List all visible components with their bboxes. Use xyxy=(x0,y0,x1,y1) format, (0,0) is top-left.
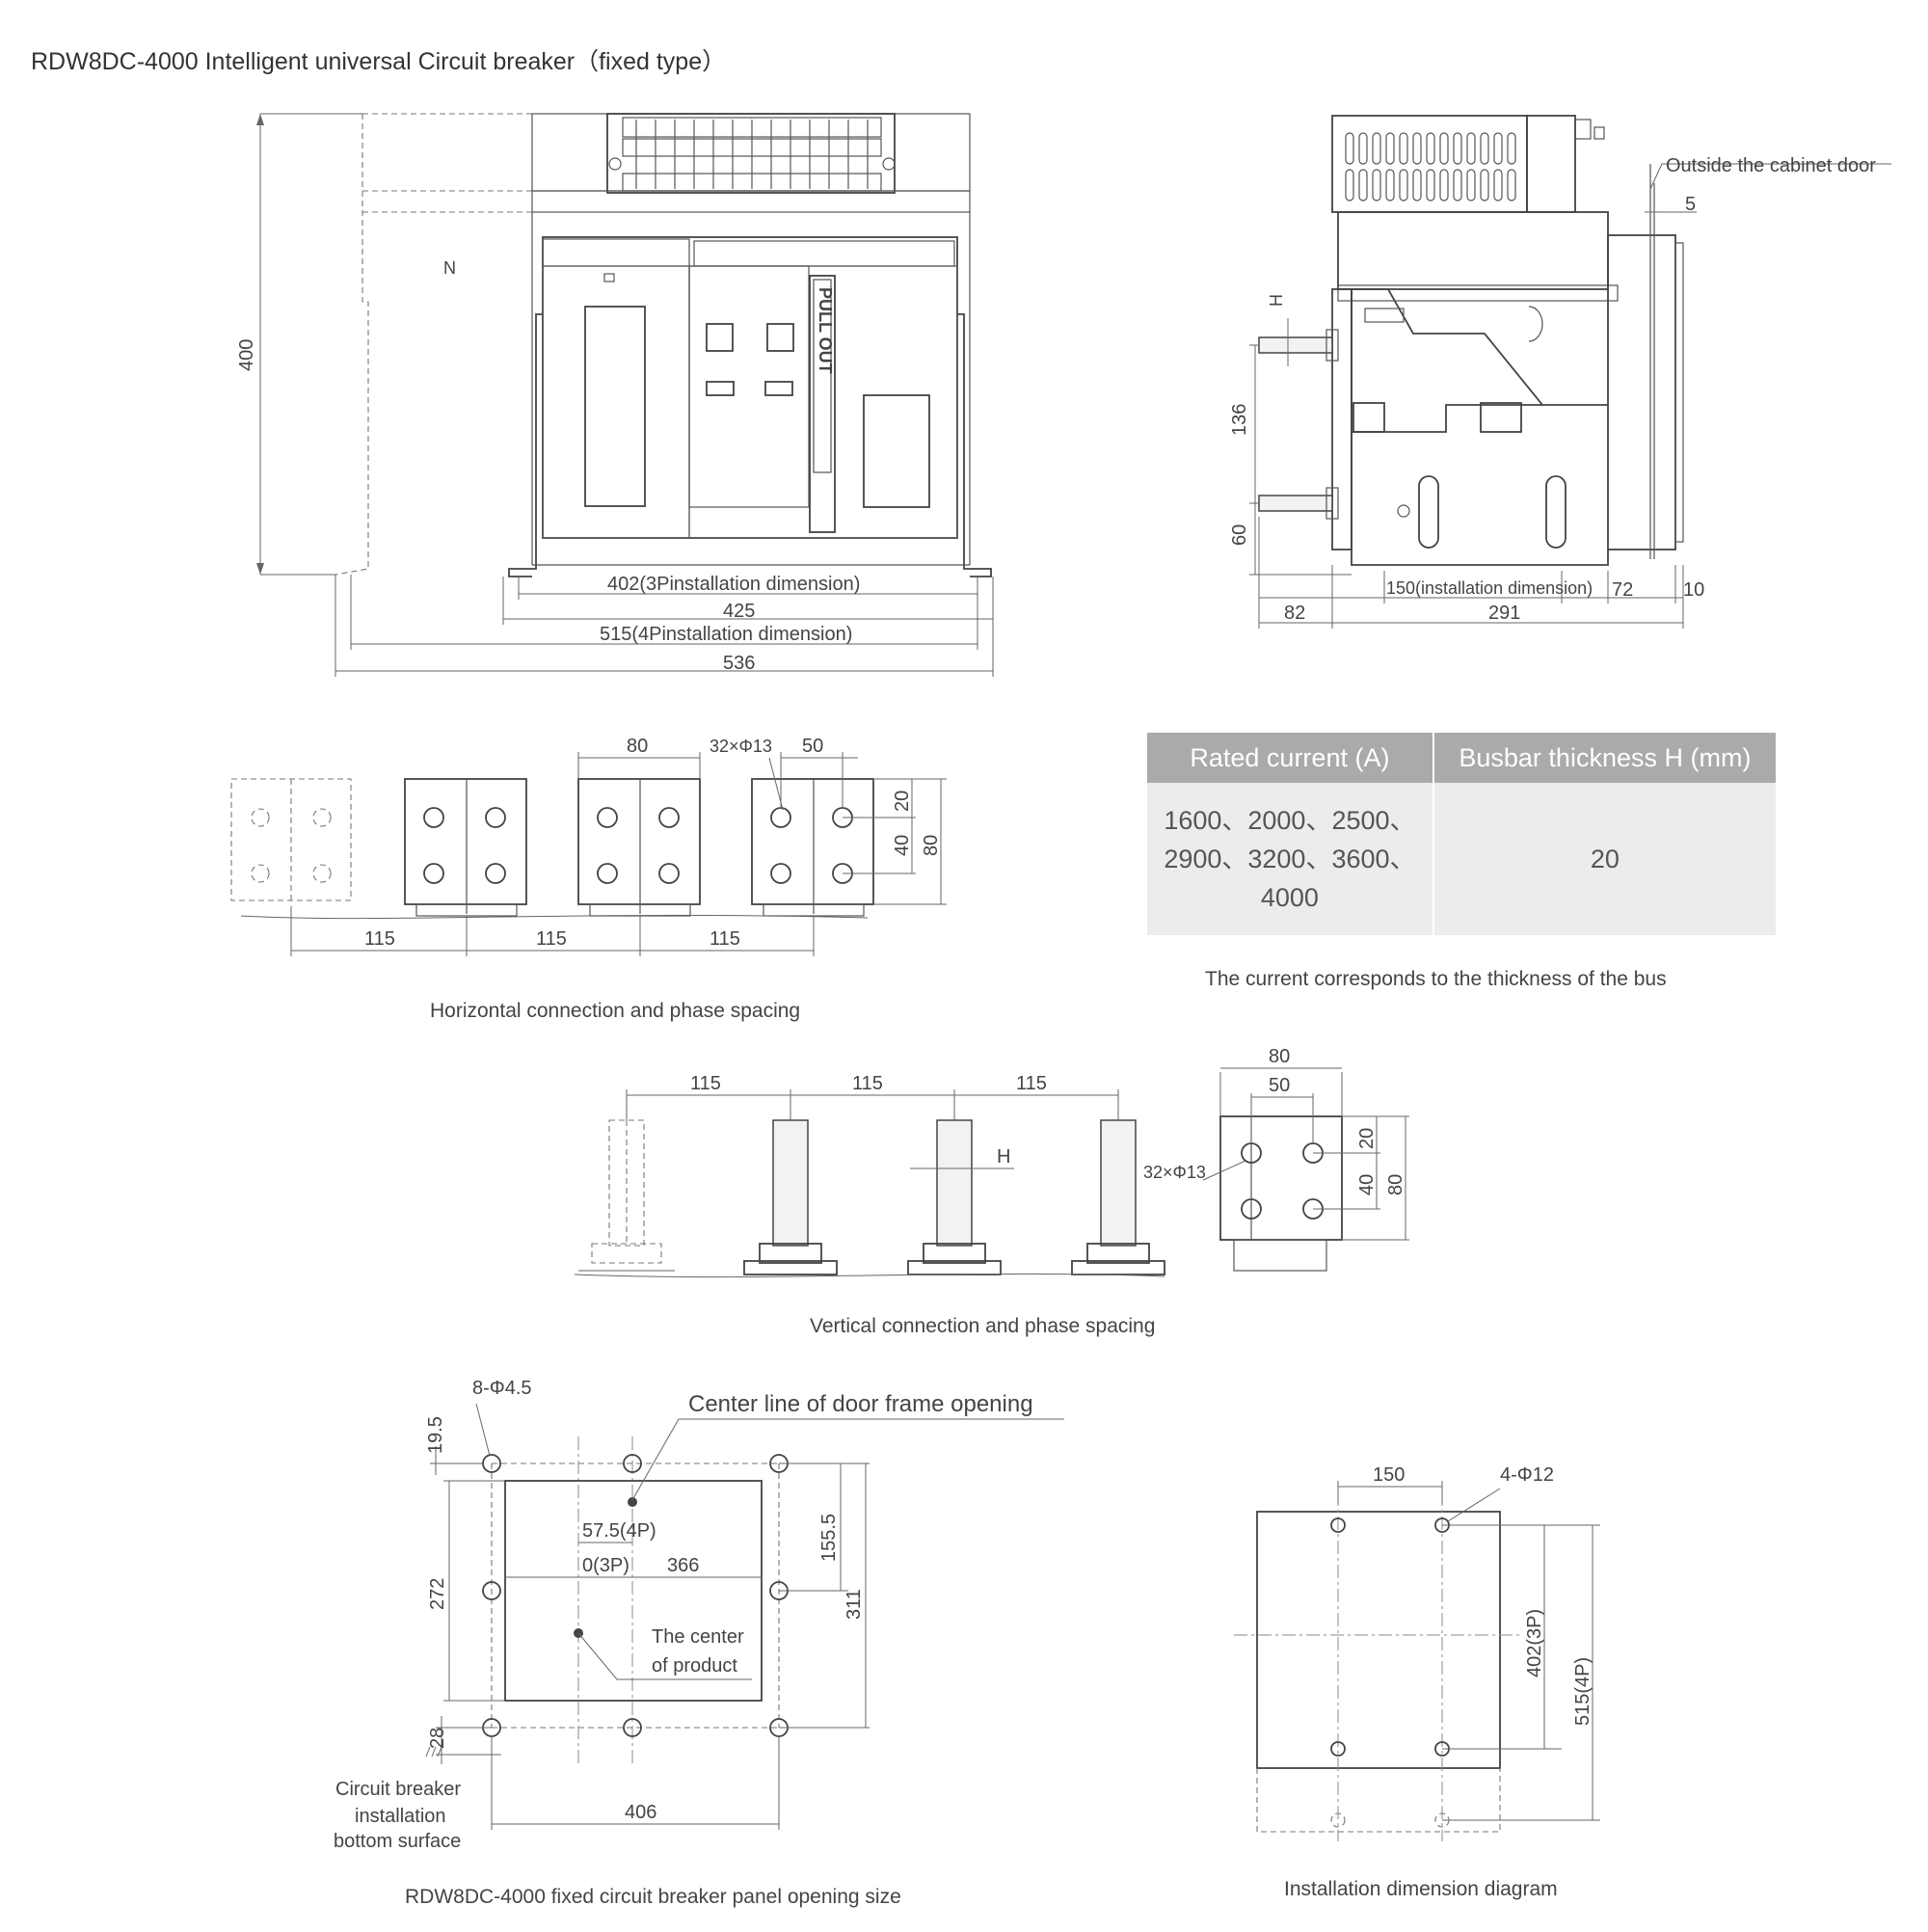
id-dim-515-4p: 515(4P) xyxy=(1572,1657,1593,1726)
neutral-label: N xyxy=(443,258,456,278)
po-dim-28: 28 xyxy=(427,1728,448,1749)
vc-dim-20: 20 xyxy=(1356,1128,1378,1149)
page-title: RDW8DC-4000 Intelligent universal Circui… xyxy=(31,48,727,75)
pull-out-handle[interactable]: PULL OUT xyxy=(809,275,836,533)
secondary-terminal-block xyxy=(608,117,896,192)
po-dim-406: 406 xyxy=(625,1802,656,1823)
vc-spacing-3: 115 xyxy=(1016,1073,1047,1094)
dim-402-3p-install: 402(3Pinstallation dimension) xyxy=(607,574,860,595)
dim-60: 60 xyxy=(1229,524,1250,546)
dim-515-4p-install: 515(4Pinstallation dimension) xyxy=(600,624,852,645)
table-caption: The current corresponds to the thickness… xyxy=(1205,968,1667,990)
id-caption: Installation dimension diagram xyxy=(1284,1878,1558,1900)
dim-291: 291 xyxy=(1488,603,1520,624)
hc-dim-50: 50 xyxy=(802,736,823,757)
current-line-2: 2900、3200、3600、 xyxy=(1164,845,1416,873)
vc-dim-50: 50 xyxy=(1269,1075,1290,1096)
horizontal-connection: 80 50 32×Φ13 20 40 80 115 115 115 Horizo… xyxy=(230,736,947,1022)
po-dim-155-5: 155.5 xyxy=(818,1514,840,1562)
id-holes-label: 4-Φ12 xyxy=(1500,1464,1554,1486)
dim-425: 425 xyxy=(723,601,755,622)
dim-82: 82 xyxy=(1284,603,1305,624)
po-dim-272: 272 xyxy=(427,1578,448,1610)
vc-spacing-2: 115 xyxy=(852,1073,883,1094)
po-center-of-product-1: The center xyxy=(652,1626,744,1648)
hc-dim-40: 40 xyxy=(892,835,913,856)
table-row: 1600、2000、2500、 2900、3200、3600、 4000 20 xyxy=(1147,783,1776,935)
po-bottom-surface-2: installation xyxy=(355,1806,446,1827)
po-bottom-surface-1: Circuit breaker xyxy=(335,1779,461,1800)
installation-diagram: 150 4-Φ12 402(3P) 515(4P) Installation d… xyxy=(1234,1464,1600,1900)
hc-dim-80: 80 xyxy=(627,736,648,757)
po-dim-366: 366 xyxy=(667,1555,699,1576)
po-bottom-surface-3: bottom surface xyxy=(334,1831,461,1852)
front-view: N xyxy=(236,113,994,677)
po-dim-311: 311 xyxy=(844,1589,865,1620)
hc-holes-label: 32×Φ13 xyxy=(710,737,772,756)
outside-door-label: Outside the cabinet door xyxy=(1666,155,1876,176)
hc-caption: Horizontal connection and phase spacing xyxy=(430,1000,800,1022)
dim-72: 72 xyxy=(1612,579,1633,601)
busbar-thickness-table: Rated current (A) Busbar thickness H (mm… xyxy=(1147,733,1776,935)
side-h-label: H xyxy=(1267,294,1286,307)
vc-dim-80-v: 80 xyxy=(1385,1174,1406,1195)
vertical-connection: H 115 115 115 80 50 32×Φ13 20 40 80 xyxy=(574,1046,1409,1337)
dim-136: 136 xyxy=(1229,404,1250,436)
vc-dim-80: 80 xyxy=(1269,1046,1290,1067)
front-height-dim: 400 xyxy=(236,339,257,371)
current-line-3: 4000 xyxy=(1260,883,1319,912)
dim-150-install: 150(installation dimension) xyxy=(1386,578,1593,598)
po-dim-57-5: 57.5(4P) xyxy=(582,1520,656,1542)
po-dim-19-5: 19.5 xyxy=(425,1416,446,1454)
hc-dim-20: 20 xyxy=(892,791,913,812)
current-line-1: 1600、2000、2500、 xyxy=(1164,806,1416,835)
table-header-row: Rated current (A) Busbar thickness H (mm… xyxy=(1147,733,1776,783)
hc-spacing-1: 115 xyxy=(364,928,395,950)
vc-caption: Vertical connection and phase spacing xyxy=(810,1315,1155,1337)
id-dim-150: 150 xyxy=(1373,1464,1405,1486)
vc-holes-label: 32×Φ13 xyxy=(1143,1163,1206,1182)
cell-current-values: 1600、2000、2500、 2900、3200、3600、 4000 xyxy=(1147,783,1434,935)
po-caption: RDW8DC-4000 fixed circuit breaker panel … xyxy=(405,1886,901,1908)
hc-spacing-2: 115 xyxy=(536,928,567,950)
id-dim-402-3p: 402(3P) xyxy=(1524,1609,1545,1677)
cell-thickness-value: 20 xyxy=(1433,783,1776,935)
po-center-line-label: Center line of door frame opening xyxy=(688,1391,1033,1417)
side-view: Outside the cabinet door 5 H 136 60 82 2… xyxy=(1229,115,1891,629)
dim-5: 5 xyxy=(1685,194,1696,215)
po-holes-label: 8-Φ4.5 xyxy=(472,1378,532,1399)
panel-opening: 8-Φ4.5 Center line of door frame opening… xyxy=(334,1378,1064,1908)
hc-spacing-3: 115 xyxy=(710,928,740,950)
vent-slots xyxy=(1345,132,1516,201)
ground-hatch xyxy=(425,1746,442,1758)
vc-h-label: H xyxy=(997,1146,1010,1167)
po-center-of-product-2: of product xyxy=(652,1655,737,1677)
pull-out-label: PULL OUT xyxy=(816,287,835,374)
po-dim-0: 0(3P) xyxy=(582,1555,629,1576)
vc-spacing-1: 115 xyxy=(690,1073,721,1094)
dim-10: 10 xyxy=(1683,579,1704,601)
hc-dim-80-v: 80 xyxy=(921,835,942,856)
col-busbar-thickness: Busbar thickness H (mm) xyxy=(1433,733,1776,783)
col-rated-current: Rated current (A) xyxy=(1147,733,1434,783)
vc-dim-40: 40 xyxy=(1356,1174,1378,1195)
dim-536: 536 xyxy=(723,653,755,674)
